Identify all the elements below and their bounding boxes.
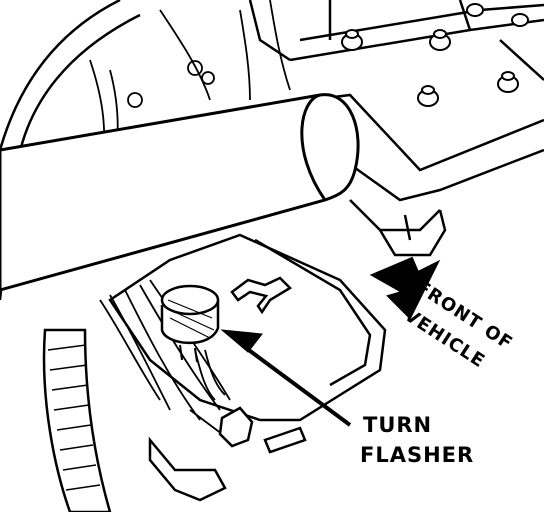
wire-connector [218, 406, 254, 448]
engine-bolts [341, 3, 529, 107]
mounting-plate [108, 233, 387, 502]
turn-label: TURN [363, 413, 432, 437]
turn-flasher-unit [160, 284, 220, 363]
front-direction-arrow [369, 256, 441, 320]
flasher-label: FLASHER [360, 443, 474, 467]
flasher-pointer-arrow [220, 329, 352, 427]
flasher-clip [230, 276, 293, 315]
cross-tube [0, 93, 360, 292]
corrugated-conduit [42, 328, 112, 512]
